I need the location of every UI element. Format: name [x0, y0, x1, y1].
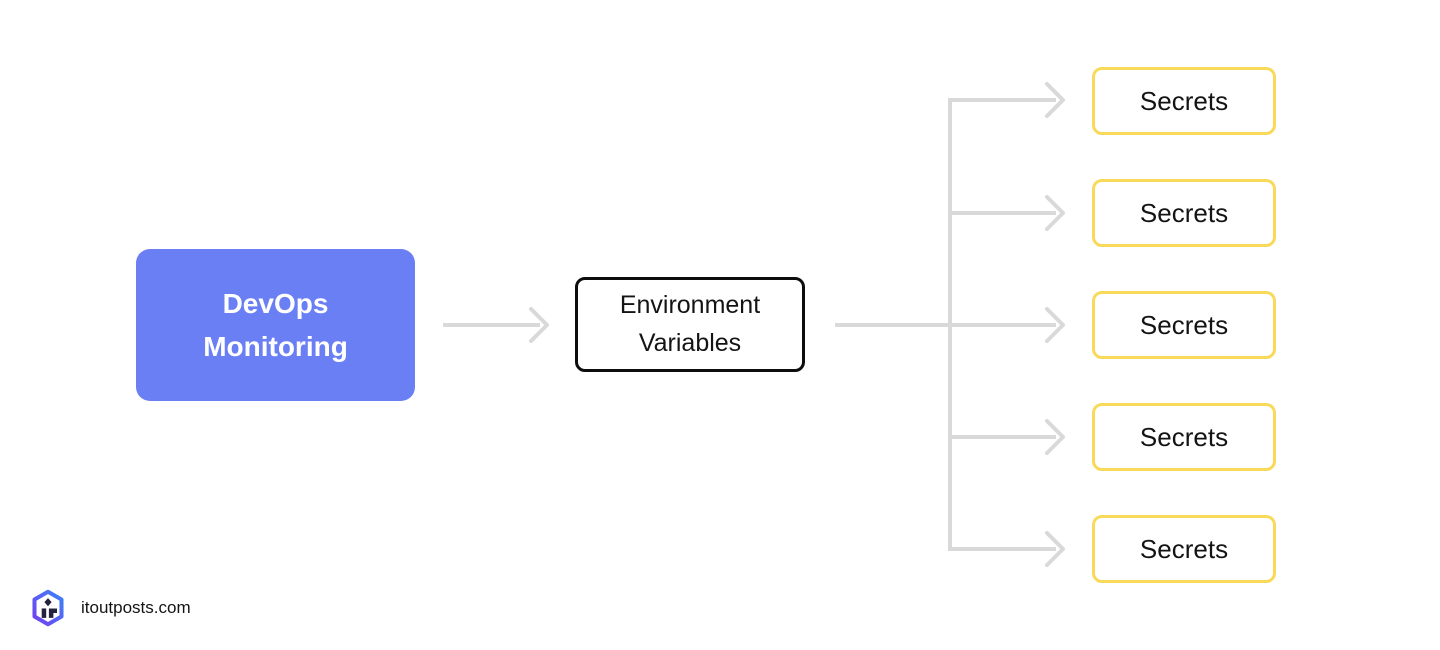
- secrets-node: Secrets: [1092, 515, 1276, 583]
- secrets-node: Secrets: [1092, 179, 1276, 247]
- environment-variables-label: Environment Variables: [619, 291, 761, 357]
- arrow-branch-secret-4: [950, 419, 1065, 455]
- arrow-branch-secret-5: [950, 531, 1065, 567]
- secrets-node: Secrets: [1092, 67, 1276, 135]
- secrets-label: Secrets: [1139, 85, 1229, 116]
- secrets-label: Secrets: [1139, 309, 1229, 340]
- arrow-middle-to-trunk: [835, 307, 1065, 343]
- secrets-node: Secrets: [1092, 403, 1276, 471]
- secrets-label: Secrets: [1139, 533, 1229, 564]
- devops-monitoring-label: DevOps Monitoring: [203, 287, 348, 362]
- environment-variables-node: Environment Variables: [575, 277, 805, 372]
- footer-branding: itoutposts.com: [30, 589, 191, 627]
- brand-domain-text: itoutposts.com: [81, 598, 191, 617]
- arrow-branch-secret-2: [950, 195, 1065, 231]
- itoutposts-logo-icon: [32, 589, 64, 627]
- secrets-label: Secrets: [1139, 421, 1229, 452]
- secrets-label: Secrets: [1139, 197, 1229, 228]
- secrets-node: Secrets: [1092, 291, 1276, 359]
- devops-monitoring-node: DevOps Monitoring: [136, 249, 415, 401]
- arrow-source-to-middle: [443, 307, 549, 343]
- arrow-branch-secret-1: [950, 82, 1065, 118]
